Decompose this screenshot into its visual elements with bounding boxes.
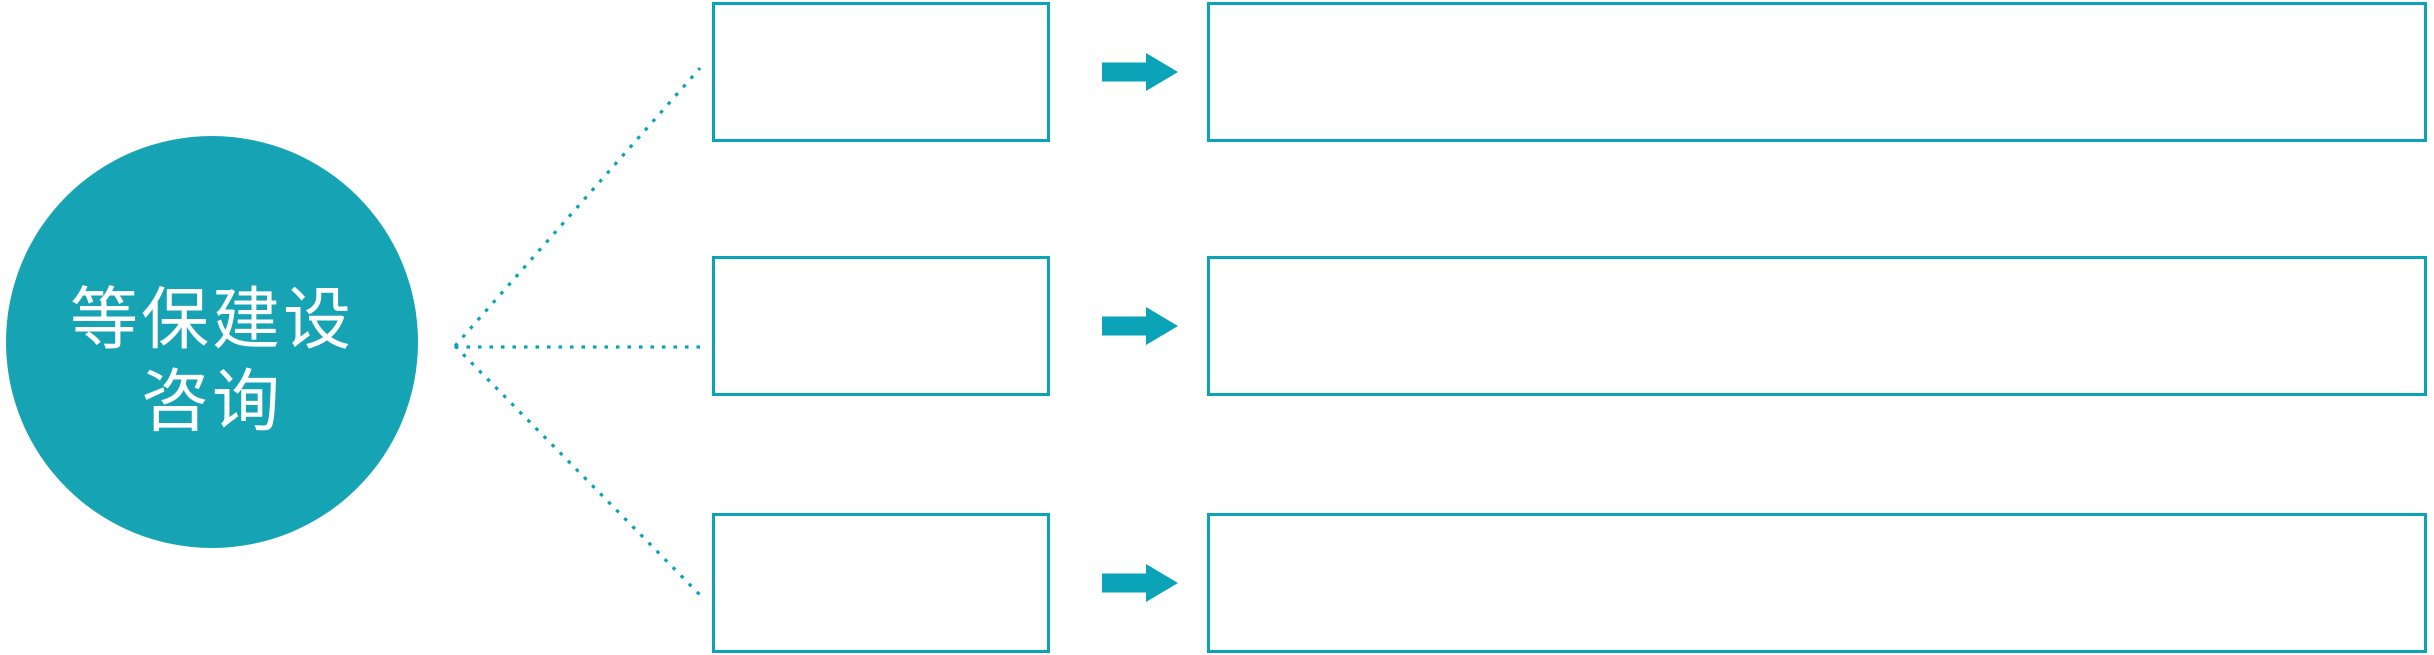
root-node-circle: 等保建设 咨询 <box>6 136 418 548</box>
right-arrow-icon-1 <box>1102 53 1178 91</box>
detail-box-3 <box>1207 513 2427 653</box>
detail-box-2 <box>1207 256 2427 396</box>
right-arrow-icon-2 <box>1102 307 1178 345</box>
dotted-connector-bottom <box>453 344 705 600</box>
root-node-label: 等保建设 咨询 <box>70 279 354 443</box>
root-label-line-2: 咨询 <box>140 364 283 440</box>
category-box-2 <box>712 256 1050 396</box>
right-arrow-icon-3 <box>1102 564 1178 602</box>
detail-box-1 <box>1207 2 2427 142</box>
root-label-line-1: 等保建设 <box>69 282 354 358</box>
category-box-3 <box>712 513 1050 653</box>
dotted-connector-top <box>453 66 702 348</box>
category-box-1 <box>712 2 1050 142</box>
